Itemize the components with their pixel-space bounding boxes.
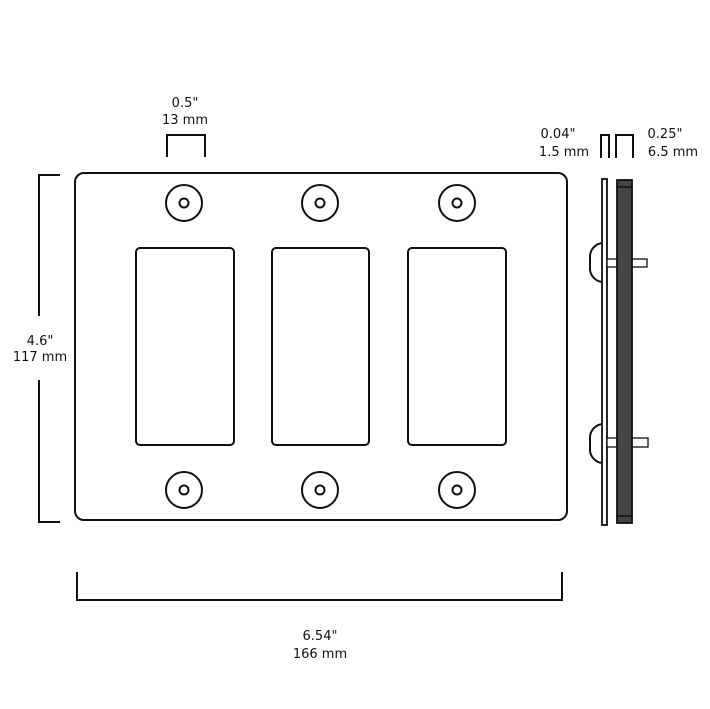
screw-icon [438,184,476,222]
width-dimension: 6.54" 166 mm [76,572,563,662]
decora-opening-1 [135,247,235,446]
dimension-label: 1.5 mm [539,145,589,160]
plate-thickness-dimension: 0.04" 1.5 mm [539,127,610,160]
side-view [589,178,649,526]
height-dimension: 4.6" 117 mm [13,174,67,523]
dimension-label: 0.25" [648,127,683,142]
screw-icon [165,471,203,509]
dimension-label: 0.5" [172,96,199,111]
screw-icon [165,184,203,222]
dimension-label: 4.6" [27,334,54,349]
backing-plate-side [616,179,633,524]
depth-dimension: 0.25" 6.5 mm [615,127,698,160]
screw-icon [301,471,339,509]
decora-opening-2 [271,247,370,446]
screw-spacing-dimension: 0.5" 13 mm [162,96,208,157]
dimension-label: 117 mm [13,350,67,365]
dimension-label: 6.54" [303,629,338,644]
dimension-label: 13 mm [162,113,208,128]
dimension-label: 0.04" [541,127,576,142]
screw-icon [438,471,476,509]
screw-icon [301,184,339,222]
thin-plate-side [601,178,608,526]
dimension-label: 166 mm [293,647,347,662]
dimension-label: 6.5 mm [648,145,698,160]
decora-opening-3 [407,247,507,446]
plate-outline [74,172,568,521]
front-view [74,172,568,521]
screw-head-side [589,423,603,464]
screw-head-side [589,242,603,283]
